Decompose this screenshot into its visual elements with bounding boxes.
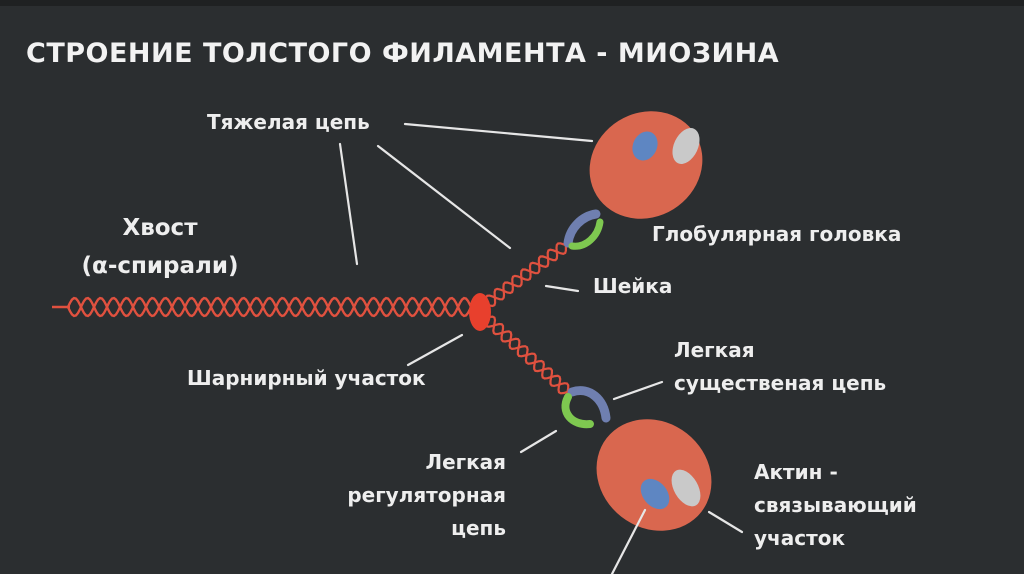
pointer-neck: [544, 284, 580, 293]
label-actin-binding-line2: связывающий: [754, 493, 917, 517]
lower-arm-strand-a: [484, 317, 570, 401]
label-neck: Шейка: [593, 274, 673, 298]
cropped-top-strip: [0, 0, 1024, 6]
lower-head-blue-spot: [640, 478, 670, 510]
label-essential-light-line2: существеная цепь: [674, 371, 887, 395]
upper-regulatory-light-chain: [568, 218, 604, 250]
upper-arm-strand-b: [484, 242, 574, 305]
label-tail-line1: Хвост: [122, 215, 198, 241]
pointer-heavy-chain-tail: [338, 142, 359, 266]
pointer-atpase: [610, 508, 647, 574]
label-actin-binding-line3: участок: [754, 526, 846, 550]
lower-essential-light-chain: [567, 386, 611, 423]
upper-arm-helix: [484, 237, 574, 308]
hinge-region: [469, 293, 491, 331]
pointer-heavy-chain-head: [403, 122, 594, 143]
pointer-lines: [338, 122, 744, 574]
pointer-essential-light-chain: [612, 380, 664, 401]
label-tail-line2: (α-спирали): [81, 253, 239, 279]
label-regulatory-light-line2: регуляторная: [347, 483, 506, 507]
lower-arm-strand-b: [485, 315, 577, 395]
lower-head-gray-spot: [671, 469, 701, 507]
label-globular-head: Глобулярная головка: [652, 222, 902, 246]
pointer-actin-binding: [707, 510, 744, 534]
page-title: СТРОЕНИЕ ТОЛСТОГО ФИЛАМЕНТА - МИОЗИНА: [26, 38, 780, 69]
lower-arm-helix: [484, 315, 577, 401]
label-actin-binding-line1: Актин -: [754, 460, 838, 484]
label-essential-light-line1: Легкая: [674, 338, 755, 362]
lower-globular-head: [596, 419, 712, 531]
lower-regulatory-light-chain: [561, 393, 594, 429]
pointer-hinge: [406, 333, 464, 367]
label-regulatory-light-line1: Легкая: [425, 450, 506, 474]
upper-globular-head: [589, 111, 703, 219]
tail-strand-b: [66, 296, 476, 318]
tail-helix: [52, 296, 476, 318]
upper-head-blue-spot: [632, 131, 658, 161]
label-hinge: Шарнирный участок: [187, 366, 426, 390]
label-heavy-chain: Тяжелая цепь: [207, 110, 370, 134]
upper-arm-strand-a: [485, 237, 568, 308]
pointer-heavy-chain-arm: [376, 144, 512, 250]
label-regulatory-light-line3: цепь: [451, 516, 506, 540]
upper-head-gray-spot: [672, 128, 700, 164]
pointer-regulatory-light-chain: [519, 429, 558, 454]
upper-essential-light-chain: [563, 209, 601, 248]
